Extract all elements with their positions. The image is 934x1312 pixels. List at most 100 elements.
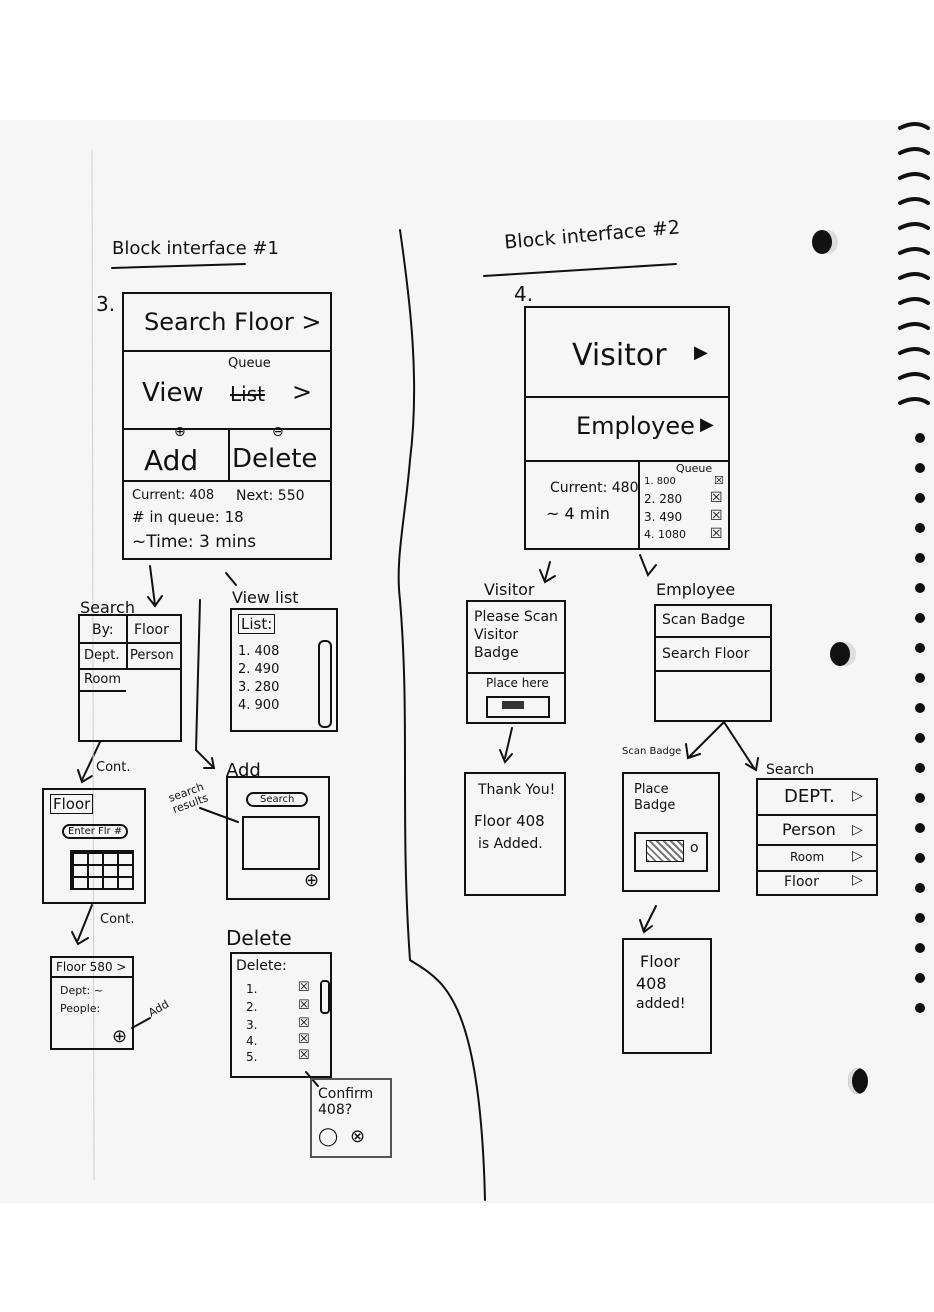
floor-added-screen: Floor 408 added! xyxy=(622,938,712,1054)
list-scrollbar[interactable] xyxy=(318,640,332,728)
floor-580-title: Floor 580 > xyxy=(56,960,127,974)
search-dept-option[interactable]: DEPT. ▷ xyxy=(758,780,876,816)
current-queue-number: Current: 408 xyxy=(132,488,215,503)
queue-note: Queue xyxy=(228,356,271,371)
confirm-yes-icon[interactable]: ◯ xyxy=(318,1126,339,1147)
delete-checkbox-2[interactable]: ☒ xyxy=(298,998,310,1013)
wait-time: ~Time: 3 mins xyxy=(132,532,257,552)
delete-checkbox-4[interactable]: ☒ xyxy=(298,1032,310,1047)
view-list-screen: List: 1. 408 2. 490 3. 280 4. 900 xyxy=(230,608,338,732)
add-plus-icon: ⊕ xyxy=(174,424,186,440)
person-label: Person xyxy=(782,820,836,839)
delete-checkbox-1[interactable]: ☒ xyxy=(298,980,310,995)
queue-item-1: 1. 800 xyxy=(644,476,676,487)
floor-title: Floor xyxy=(50,794,94,814)
add-screen: Search ⊕ xyxy=(226,776,330,900)
delete-title: Delete: xyxy=(236,958,287,974)
right-wait-time: ~ 4 min xyxy=(546,504,610,523)
floor-added-line-1: Floor xyxy=(640,952,680,971)
left-main-screen: Search Floor > Queue View List > ⊕ Add ⊖… xyxy=(122,292,332,560)
add-plus-icon[interactable]: ⊕ xyxy=(304,870,320,891)
add-search-input[interactable]: Search xyxy=(246,792,309,807)
queue-checkbox-3[interactable]: ☒ xyxy=(710,508,723,524)
cont-label-2: Cont. xyxy=(100,912,135,927)
visitor-row[interactable]: Visitor ▶ xyxy=(526,308,728,398)
scan-badge-screen: Place Badge o xyxy=(622,772,720,892)
queue-checkbox-4[interactable]: ☒ xyxy=(710,526,723,542)
thank-you-screen: Thank You! Floor 408 is Added. xyxy=(464,772,566,896)
delete-button[interactable]: ⊖ Delete xyxy=(228,424,330,480)
delete-scrollbar[interactable] xyxy=(320,980,330,1014)
floor-580-screen: Floor 580 > Dept: ~ People: ⊕ xyxy=(50,956,134,1050)
spiral-binding-icon xyxy=(898,122,930,1013)
place-badge-text: Place Badge xyxy=(634,782,676,813)
search-floor-row[interactable]: Search Floor > xyxy=(124,294,330,352)
search-room-option[interactable]: Room ▷ xyxy=(758,846,876,872)
search-floor-option[interactable]: Search Floor xyxy=(656,638,770,672)
thank-you-text: Thank You! xyxy=(478,782,556,798)
room-arrow-icon: ▷ xyxy=(852,848,863,864)
employee-screen: Scan Badge Search Floor xyxy=(654,604,772,722)
queue-checkbox-2[interactable]: ☒ xyxy=(710,490,723,506)
cont-label-1: Cont. xyxy=(96,760,131,775)
employee-arrow-icon: ▶ xyxy=(700,414,714,435)
delete-item-4: 4. xyxy=(246,1034,258,1048)
delete-item-5: 5. xyxy=(246,1050,258,1064)
notebook-hole-icon xyxy=(830,642,850,666)
people-label: People: xyxy=(60,1002,101,1015)
list-title: List: xyxy=(238,614,276,634)
add-button[interactable]: ⊕ Add xyxy=(124,424,230,480)
left-sketch-number: 3. xyxy=(96,292,116,316)
right-current-number: Current: 480 xyxy=(550,480,639,496)
list-item-1: 1. 408 xyxy=(238,644,280,659)
next-queue-number: Next: 550 xyxy=(236,488,305,504)
is-added-text: is Added. xyxy=(478,836,543,852)
dept-label: DEPT. xyxy=(784,786,835,807)
room-label: Room xyxy=(790,850,825,864)
badge-scanner[interactable] xyxy=(486,696,550,718)
delete-label: Delete xyxy=(232,444,318,474)
view-label: View xyxy=(142,378,204,408)
employee-row[interactable]: Employee ▶ xyxy=(526,398,728,462)
floor-keypad[interactable] xyxy=(70,850,134,890)
scan-badge-label: Scan Badge xyxy=(662,612,746,628)
floor-screen: Floor Enter Flr # xyxy=(42,788,146,904)
search-person-option[interactable]: Person xyxy=(130,648,174,663)
scan-badge-option[interactable]: Scan Badge xyxy=(656,606,770,638)
badge-reader[interactable]: o xyxy=(634,832,708,872)
search-person-option[interactable]: Person ▷ xyxy=(758,816,876,846)
delete-minus-icon: ⊖ xyxy=(272,424,284,440)
view-list-screen-label: View list xyxy=(232,588,299,607)
floor-label: Floor xyxy=(784,874,819,890)
view-queue-row[interactable]: Queue View List > xyxy=(124,352,330,430)
view-arrow-icon: > xyxy=(292,378,313,406)
delete-item-3: 3. xyxy=(246,1018,258,1032)
queue-checkbox-1[interactable]: ☒ xyxy=(714,474,724,487)
confirm-text: Confirm 408? xyxy=(318,1086,374,1118)
add-person-icon[interactable]: ⊕ xyxy=(112,1026,128,1047)
in-queue-count: # in queue: 18 xyxy=(132,508,244,526)
search-screen: By: Floor Dept. Person Room xyxy=(78,614,182,742)
confirm-no-icon[interactable]: ⊗ xyxy=(350,1126,366,1147)
floor-added-line-2: 408 xyxy=(636,974,667,993)
search-floor-option[interactable]: Floor ▷ xyxy=(758,872,876,896)
search-dept-option[interactable]: Dept. xyxy=(84,648,120,663)
right-main-screen: Visitor ▶ Employee ▶ Current: 480 ~ 4 mi… xyxy=(524,306,730,550)
employee-label: Employee xyxy=(576,412,695,440)
visitor-screen: Please Scan Visitor Badge Place here xyxy=(466,600,566,724)
search-floor-option[interactable]: Floor xyxy=(134,622,169,638)
visitor-label: Visitor xyxy=(572,338,667,373)
place-here-label: Place here xyxy=(486,676,549,690)
delete-checkbox-3[interactable]: ☒ xyxy=(298,1016,310,1031)
queue-panel: Queue 1. 800 2. 280 3. 490 4. 1080 ☒ ☒ ☒… xyxy=(638,462,730,548)
dept-arrow-icon: ▷ xyxy=(852,788,863,804)
scan-badge-screen-label: Scan Badge xyxy=(622,746,682,757)
right-sketch-number: 4. xyxy=(514,282,534,306)
search-results-list[interactable] xyxy=(242,816,320,870)
enter-floor-input[interactable]: Enter Flr # xyxy=(62,824,129,839)
list-item-4: 4. 900 xyxy=(238,698,280,713)
search-floor-label: Search Floor > xyxy=(144,308,322,336)
queue-title: Queue xyxy=(676,462,713,475)
search-room-option[interactable]: Room xyxy=(84,672,122,687)
delete-checkbox-5[interactable]: ☒ xyxy=(298,1048,310,1063)
